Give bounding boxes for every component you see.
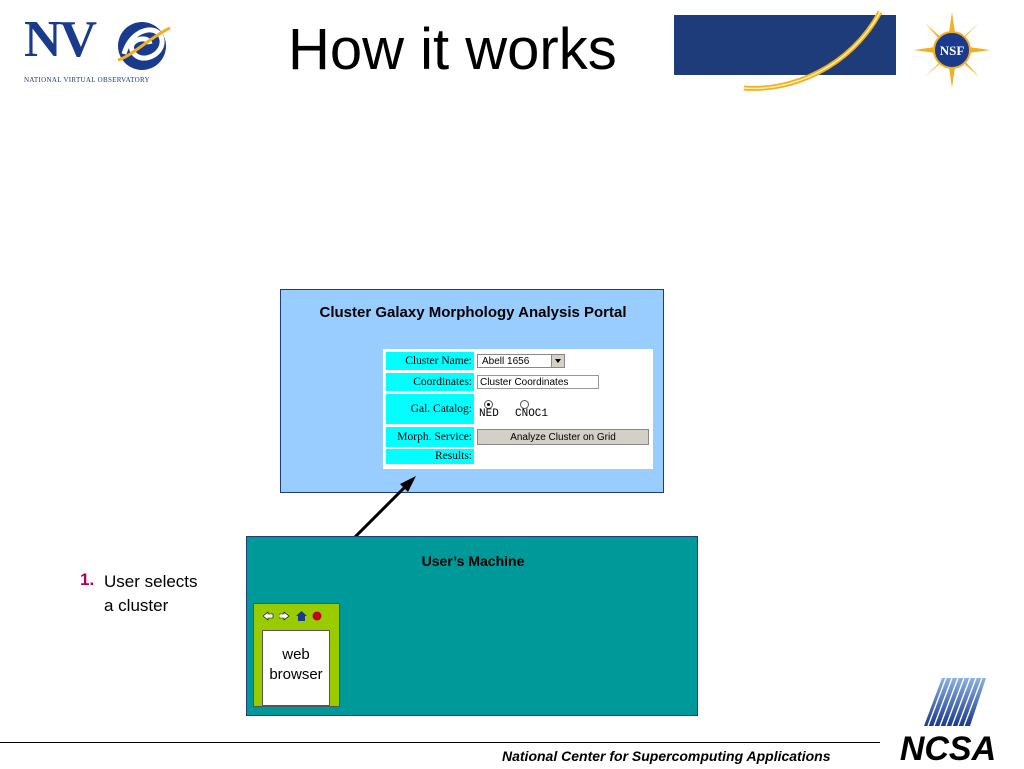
browser-label-web: web [282, 646, 310, 663]
form-row-results: Results: [386, 449, 650, 464]
browser-content: web browser [262, 630, 330, 706]
arrow-head-icon [400, 476, 416, 492]
catalog-label: Gal. Catalog: [386, 394, 474, 424]
galaxy-swirl-icon [117, 22, 171, 70]
forward-arrow-icon [278, 611, 290, 625]
browser-label-browser: browser [269, 666, 323, 683]
portal-window: Cluster Galaxy Morphology Analysis Porta… [280, 289, 664, 493]
catalog-option-cnoc1: CNOC1 [515, 408, 549, 420]
nsf-logo: NSF [912, 10, 992, 90]
cluster-name-label: Cluster Name: [386, 352, 474, 370]
title-bar-cutout [196, 15, 674, 77]
orbit-swoosh-icon [743, 10, 883, 91]
form-row-cluster-name: Cluster Name: Abell 1656 [386, 352, 650, 370]
step-line-1: User selects [104, 572, 198, 591]
cluster-name-value: Abell 1656 [482, 356, 530, 367]
form-row-catalog: Gal. Catalog: NED CNOC1 [386, 394, 650, 424]
chevron-down-icon[interactable] [551, 355, 564, 367]
footer-divider [0, 742, 880, 743]
nsf-seal-icon: NSF [914, 12, 990, 88]
stop-icon [312, 611, 322, 625]
nvo-logo-text: NV [24, 11, 97, 68]
portal-form: Cluster Name: Abell 1656 Coordinates: Cl… [383, 349, 653, 469]
morph-service-label: Morph. Service: [386, 427, 474, 447]
nsf-logo-text: NSF [940, 43, 965, 58]
ncsa-logo: NCSA [884, 676, 1012, 768]
step-description: User selects a cluster [104, 570, 234, 618]
back-arrow-icon [262, 611, 274, 625]
coordinates-label: Coordinates: [386, 373, 474, 391]
ncsa-logo-text: NCSA [900, 730, 996, 764]
web-browser-window: web browser [253, 603, 340, 707]
catalog-option-ned: NED [479, 408, 499, 420]
portal-title: Cluster Galaxy Morphology Analysis Porta… [319, 304, 627, 321]
coordinates-input[interactable]: Cluster Coordinates [477, 375, 599, 389]
nvo-logo-subtitle: NATIONAL VIRTUAL OBSERVATORY [24, 76, 150, 84]
home-icon [296, 611, 307, 625]
catalog-radio-cnoc1[interactable] [520, 400, 529, 409]
step-number: 1. [80, 570, 95, 589]
analyze-cluster-button[interactable]: Analyze Cluster on Grid [477, 429, 649, 445]
step-line-2: a cluster [104, 596, 169, 615]
footer-text: National Center for Supercomputing Appli… [502, 748, 831, 764]
form-row-coordinates: Coordinates: Cluster Coordinates [386, 373, 650, 391]
cluster-name-select[interactable]: Abell 1656 [477, 354, 565, 368]
nvo-logo: NV NATIONAL VIRTUAL OBSERVATORY [24, 10, 174, 90]
page-title: How it works [288, 17, 617, 82]
ncsa-stripes-icon: NCSA [900, 677, 996, 768]
results-label: Results: [386, 449, 474, 464]
catalog-radio-ned[interactable] [484, 400, 493, 409]
form-row-morph-service: Morph. Service: Analyze Cluster on Grid [386, 427, 650, 447]
user-machine-title: User’s Machine [421, 553, 525, 569]
